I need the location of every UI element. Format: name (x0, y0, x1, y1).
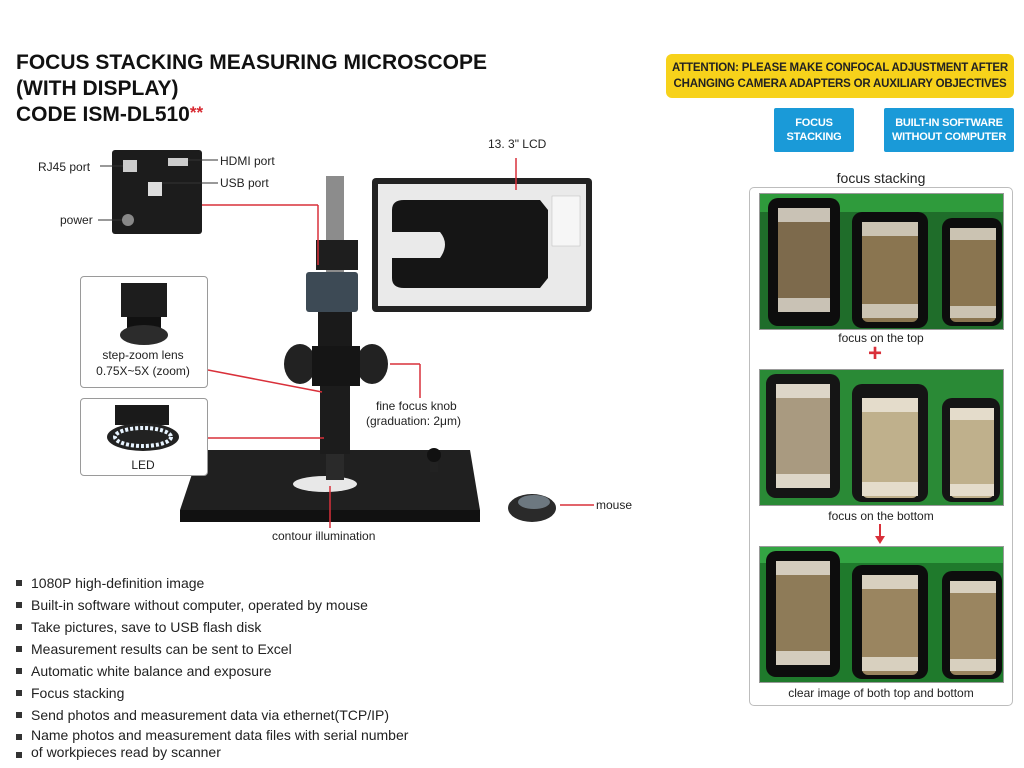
usb-label: USB port (220, 176, 269, 190)
microscope-illustration (98, 150, 594, 528)
port-panel (112, 150, 202, 234)
led-inset (80, 398, 208, 476)
contour-label: contour illumination (272, 529, 376, 543)
arrow-down-icon (875, 524, 885, 544)
step-zoom-lens-icon (120, 283, 168, 345)
led-label: LED (131, 458, 155, 472)
focus-stacking-title: focus stacking (836, 170, 926, 186)
attention-line-2: CHANGING CAMERA ADAPTERS OR AUXILIARY OB… (673, 78, 1007, 90)
focus-knob-right-icon (356, 344, 388, 384)
plus-icon: + (868, 340, 883, 367)
power-socket-icon (122, 214, 134, 226)
page-title: FOCUS STACKING MEASURING MICROSCOPE (WIT… (16, 50, 487, 128)
badge-software-line-2: WITHOUT COMPUTER (891, 131, 1007, 143)
usb-icon (148, 182, 162, 196)
zoom-body (320, 386, 350, 454)
mouse-label: mouse (596, 498, 633, 512)
fine-focus-label-1: fine focus knob (376, 399, 457, 413)
lcd-label: 13. 3" LCD (488, 137, 547, 151)
list-item-continued: of workpieces read by scanner (16, 744, 408, 760)
title-line-1: FOCUS STACKING MEASURING MICROSCOPE (16, 51, 487, 74)
attention-banner: ATTENTION: PLEASE MAKE CONFOCAL ADJUSTME… (666, 54, 1014, 98)
list-item: Built-in software without computer, oper… (16, 594, 408, 616)
step-zoom-label-1: step-zoom lens (102, 348, 184, 362)
rj45-icon (123, 160, 137, 172)
badge-focus-line-2: STACKING (786, 131, 842, 143)
list-item: Measurement results can be sent to Excel (16, 638, 408, 660)
led-ring-icon (107, 405, 179, 451)
rj45-label: RJ45 port (38, 160, 91, 174)
fine-focus-label-2: (graduation: 2μm) (366, 414, 461, 428)
focus-stacking-badge: FOCUS STACKING (774, 108, 854, 152)
attention-line-1: ATTENTION: PLEASE MAKE CONFOCAL ADJUSTME… (671, 62, 1009, 74)
badge-focus-line-1: FOCUS (795, 117, 833, 129)
pcb-image-top (759, 193, 1004, 330)
focus-knob-left-icon (284, 344, 316, 384)
title-line-3: CODE ISM-DL510** (16, 102, 487, 128)
title-line-2: (WITH DISPLAY) (16, 77, 179, 100)
feature-list: 1080P high-definition image Built-in sof… (16, 572, 408, 760)
step-zoom-label-2: 0.75X~5X (zoom) (96, 364, 190, 378)
step-zoom-inset (80, 276, 208, 388)
list-item: 1080P high-definition image (16, 572, 408, 594)
caption-focus-bottom: focus on the bottom (828, 509, 934, 523)
pcb-image-result (759, 546, 1004, 683)
caption-focus-top: focus on the top (838, 331, 924, 345)
list-item: Name photos and measurement data files w… (16, 726, 408, 744)
power-label: power (60, 213, 93, 227)
list-item: Automatic white balance and exposure (16, 660, 408, 682)
list-item: Take pictures, save to USB flash disk (16, 616, 408, 638)
badge-software-line-1: BUILT-IN SOFTWARE (895, 117, 1003, 129)
product-code: CODE ISM-DL510 (16, 103, 190, 126)
list-item: Send photos and measurement data via eth… (16, 704, 408, 726)
mouse-icon (508, 494, 556, 522)
list-item: Focus stacking (16, 682, 408, 704)
pcb-image-bottom (759, 369, 1004, 506)
title-stars: ** (189, 103, 204, 122)
built-in-software-badge: BUILT-IN SOFTWARE WITHOUT COMPUTER (884, 108, 1014, 152)
hdmi-icon (168, 158, 188, 166)
caption-result: clear image of both top and bottom (788, 686, 974, 700)
lcd-monitor (372, 178, 592, 312)
hdmi-label: HDMI port (220, 154, 275, 168)
camera-head (306, 272, 358, 312)
